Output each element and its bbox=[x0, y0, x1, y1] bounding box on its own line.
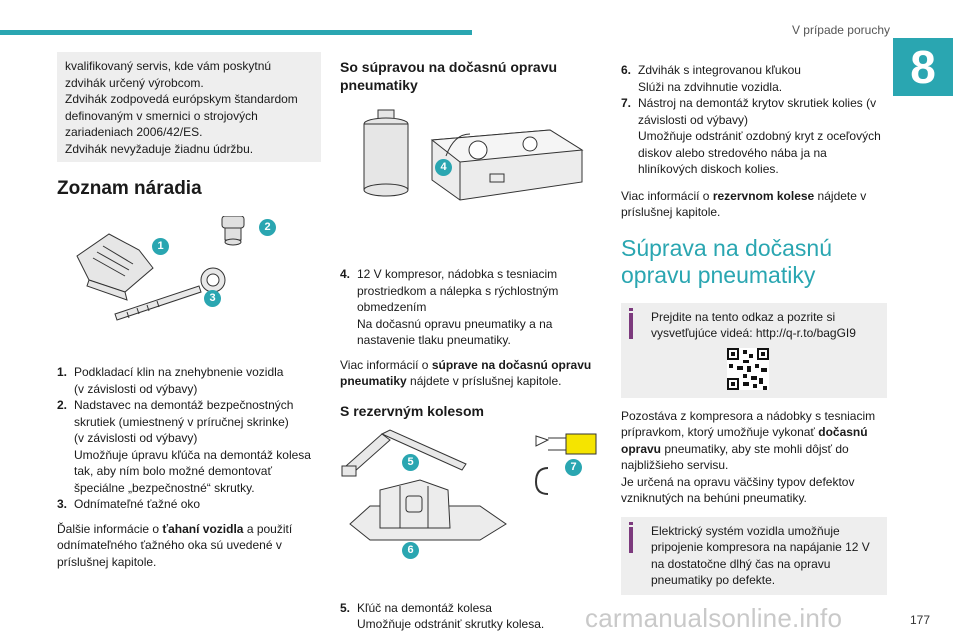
header-accent-bar bbox=[0, 30, 472, 35]
callout-badge: 7 bbox=[565, 458, 582, 476]
intro-note-box: kvalifikovaný servis, kde vám poskytnú z… bbox=[57, 52, 321, 162]
item-text: 12 V kompresor, nádobka s tesniacim pros… bbox=[357, 267, 559, 314]
spare-wheel-tools-illustration: 5 6 7 bbox=[340, 428, 605, 578]
page-number: 177 bbox=[909, 613, 930, 627]
chapter-number-badge: 8 bbox=[893, 38, 953, 96]
list-item: 3. Odnímateľné ťažné oko bbox=[57, 496, 321, 513]
tool-list: 1. Podkladací klin na znehybnenie vozidl… bbox=[57, 364, 321, 513]
kit-link-text: súprave na dočasnú opravu pneumatiky bbox=[340, 357, 592, 389]
kit-reference-paragraph: Viac informácií o súprave na dočasnú opr… bbox=[340, 357, 592, 389]
item-subtext: Umožňuje odstrániť ozdobný kryt z oceľov… bbox=[638, 129, 881, 176]
item-text: Zdvihák s integrovanou kľukou bbox=[638, 63, 801, 77]
callout-badge: 4 bbox=[435, 159, 452, 176]
hubcap-tool-icon bbox=[535, 433, 597, 454]
repair-kit-section-heading: Súprava na dočasnú opravu pneumatiky bbox=[621, 234, 832, 288]
callout-badge: 6 bbox=[402, 541, 419, 559]
section-title: V prípade poruchy bbox=[791, 23, 890, 37]
intro-line: kvalifikovaný servis, kde vám poskytnú z… bbox=[65, 59, 272, 90]
qr-code-icon[interactable] bbox=[727, 347, 769, 390]
kit-list: 4. 12 V kompresor, nádobka s tesniacim p… bbox=[340, 266, 605, 349]
item-subtext: (v závislosti od výbavy) bbox=[74, 381, 198, 396]
column-left: kvalifikovaný servis, kde vám poskytnú z… bbox=[57, 52, 321, 570]
intro-line: Zdvihák nevyžaduje žiadnu údržbu. bbox=[65, 141, 254, 156]
jack-icon bbox=[349, 478, 507, 540]
electrical-info-box: Elektrický systém vozidla umožňuje pripo… bbox=[621, 516, 887, 595]
spare-tools-drawing bbox=[341, 428, 597, 540]
towing-reference-paragraph: Ďalšie informácie o ťahaní vozidla a pou… bbox=[57, 521, 293, 569]
compressor-drawing bbox=[363, 109, 584, 201]
callout-badge: 3 bbox=[204, 290, 221, 307]
electrical-info-text: Elektrický systém vozidla umožňuje pripo… bbox=[651, 523, 870, 588]
compressor-icon bbox=[430, 129, 584, 201]
tool-illustration-1-3: 1 2 3 bbox=[57, 216, 321, 340]
item-number: 2. bbox=[57, 398, 68, 412]
item-subtext: Na dočasnú opravu pneumatiky a na nastav… bbox=[357, 316, 553, 348]
callout-badge: 5 bbox=[402, 453, 419, 471]
video-info-box: Prejdite na tento odkaz a pozrite si vys… bbox=[621, 302, 887, 398]
spare-wheel-reference-paragraph: Viac informácií o rezervnom kolese nájde… bbox=[621, 188, 867, 220]
compressor-illustration: 4 bbox=[340, 104, 605, 254]
list-item: 1. Podkladací klin na znehybnenie vozidl… bbox=[57, 364, 321, 397]
item-text: Nadstavec na demontáž bezpečnostných skr… bbox=[74, 398, 294, 429]
kit-usage-paragraph: Je určená na opravu väčšiny typov defekt… bbox=[621, 474, 855, 506]
temporary-repair-text: dočasnú opravu bbox=[621, 425, 868, 456]
item-number: 4. bbox=[340, 267, 351, 281]
item-text: Kľúč na demontáž kolesa bbox=[357, 600, 492, 615]
list-item: 7. Nástroj na demontáž krytov skrutiek k… bbox=[621, 95, 887, 178]
hubcap-hook-icon bbox=[534, 466, 549, 495]
item-number: 3. bbox=[57, 497, 68, 511]
item-subtext: Slúži na zdvihnutie vozidla. bbox=[638, 79, 783, 94]
wheel-wrench-icon bbox=[341, 428, 467, 476]
list-item: 4. 12 V kompresor, nádobka s tesniacim p… bbox=[340, 266, 605, 349]
wheel-chock-icon bbox=[76, 233, 154, 301]
item-text: Podkladací klin na znehybnenie vozidla bbox=[74, 365, 284, 379]
intro-line: Zdvihák zodpovedá európskym štandardom d… bbox=[65, 92, 298, 139]
repair-kit-heading: So súpravou na dočasnú opravu pneumatiky bbox=[340, 59, 558, 93]
info-icon bbox=[629, 521, 651, 589]
item-subtext: (v závislosti od výbavy) bbox=[74, 431, 198, 445]
item-text: Odnímateľné ťažné oko bbox=[74, 497, 201, 511]
list-item: 2. Nadstavec na demontáž bezpečnostných … bbox=[57, 397, 321, 496]
item-subtext: Umožňuje úpravu kľúča na demontáž kolesa… bbox=[74, 447, 311, 495]
item-number: 6. bbox=[621, 63, 632, 77]
spare-wheel-link-text: rezervnom kolese bbox=[712, 188, 815, 203]
column-middle: So súpravou na dočasnú opravu pneumatiky… bbox=[340, 58, 605, 633]
tool-list-heading: Zoznam náradia bbox=[57, 178, 202, 199]
callout-badge: 2 bbox=[259, 219, 276, 236]
towing-link-text: ťahaní vozidla bbox=[162, 521, 244, 536]
item-number: 1. bbox=[57, 365, 68, 379]
tools-drawing bbox=[76, 216, 245, 321]
item-subtext: Umožňuje odstrániť skrutky kolesa. bbox=[357, 617, 545, 631]
item-number: 7. bbox=[621, 96, 632, 110]
item-text: Nástroj na demontáž krytov skrutiek koli… bbox=[638, 96, 877, 127]
watermark: carmanualsonline.info bbox=[585, 603, 843, 633]
sealant-bottle-icon bbox=[363, 109, 409, 197]
callout-badge: 1 bbox=[152, 238, 169, 255]
spare-wheel-heading: S rezervným kolesom bbox=[340, 402, 484, 419]
item-number: 5. bbox=[340, 600, 351, 615]
video-link-text[interactable]: Prejdite na tento odkaz a pozrite si vys… bbox=[651, 309, 856, 341]
bolt-adapter-icon bbox=[221, 216, 245, 246]
kit-description-paragraph: Pozostáva z kompresora a nádobky s tesni… bbox=[621, 408, 876, 473]
info-icon bbox=[629, 307, 651, 392]
